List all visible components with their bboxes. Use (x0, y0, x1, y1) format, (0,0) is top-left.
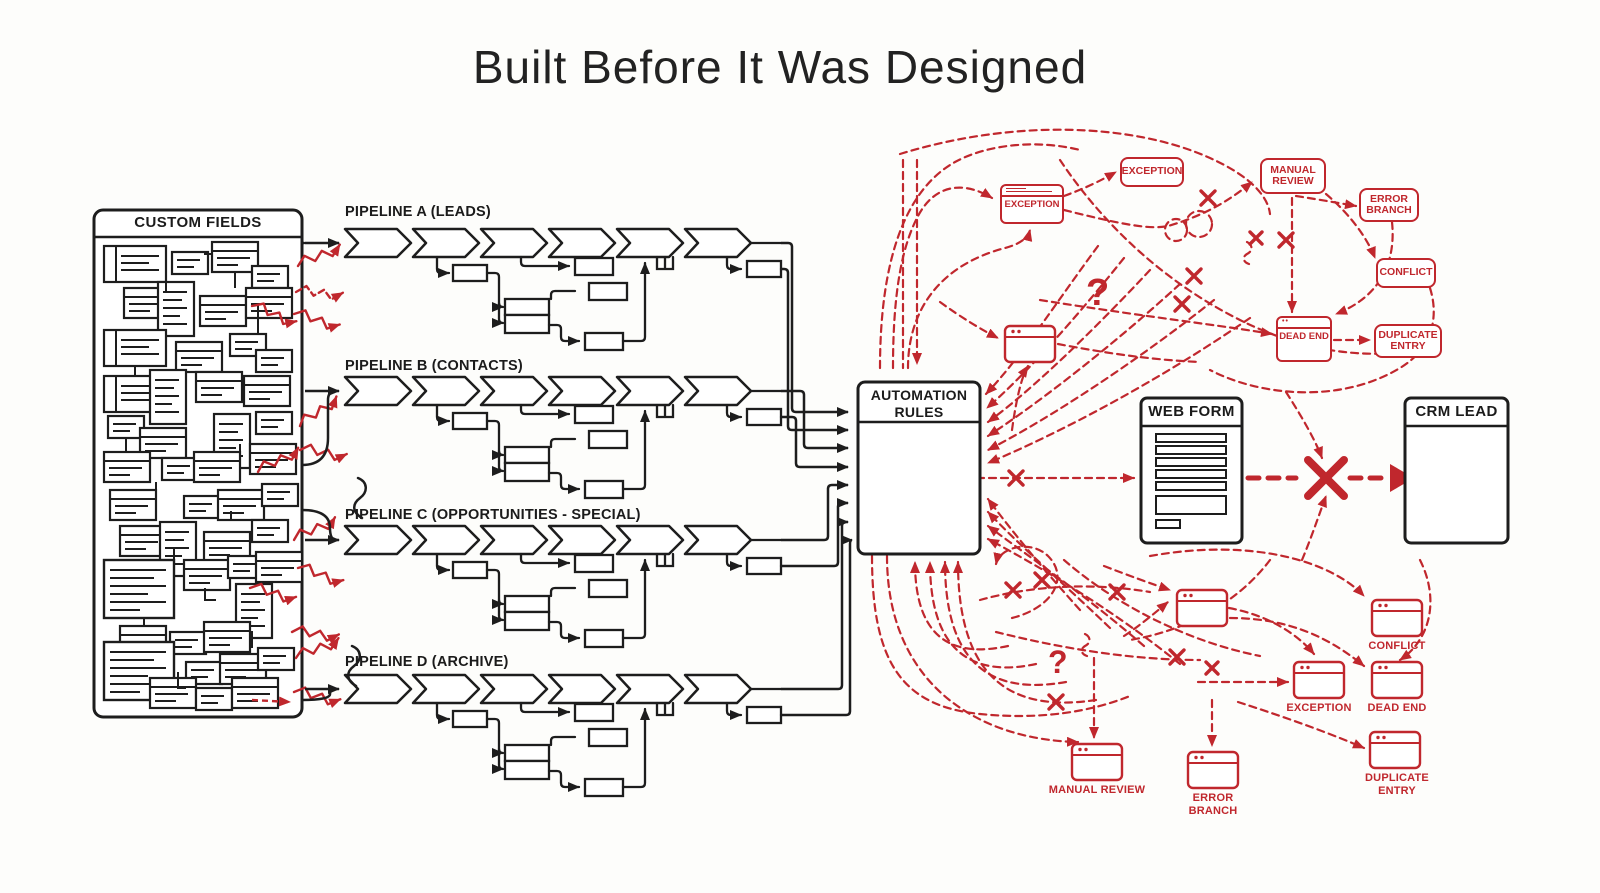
exception-caption: EXCEPTION (1286, 702, 1352, 714)
pipeline-c-row (305, 526, 782, 647)
pipeline-a-row (305, 229, 782, 350)
manual-review-pill: MANUAL REVIEW (1260, 158, 1326, 194)
duplicate-entry-pill: DUPLICATE ENTRY (1374, 324, 1442, 358)
pipeline-d-row (305, 675, 782, 796)
field-connectors (125, 253, 259, 689)
crm-lead-header: CRM LEAD (1415, 403, 1498, 420)
pipeline-output-connectors (781, 241, 853, 717)
dead-end-caption: DEAD END (1367, 702, 1427, 714)
web-form-header: WEB FORM (1148, 403, 1235, 420)
question-mark: ? (1048, 644, 1068, 680)
window-icon (1175, 588, 1229, 628)
pipelines (300, 229, 853, 796)
pipeline-b-row (305, 377, 782, 498)
web-form-fields (1155, 433, 1227, 529)
conflict-caption: CONFLICT (1368, 640, 1426, 652)
panel-to-pipeline-connectors (300, 241, 367, 702)
exception-window-node: EXCEPTION (1000, 184, 1064, 224)
automation-rules-box (856, 380, 982, 556)
exception-pill: EXCEPTION (1120, 157, 1184, 187)
crm-lead-box (1403, 396, 1510, 545)
question-mark: ? (1086, 272, 1110, 314)
error-branch-pill: ERROR BRANCH (1359, 188, 1419, 222)
small-x-marks (1004, 189, 1295, 711)
big-x-mark (1304, 456, 1348, 500)
dead-end-window-node: •• DEAD END (1276, 316, 1332, 362)
manual-review-window-icon (1070, 742, 1124, 782)
custom-fields-header: CUSTOM FIELDS (134, 214, 262, 231)
red-chaos-lines (870, 128, 1435, 750)
conflict-window-icon (1370, 598, 1424, 638)
broken-handoff (1245, 456, 1414, 500)
red-zigzag-arrows (250, 245, 347, 708)
window-header: •• (1278, 318, 1330, 329)
web-form-box (1139, 396, 1244, 545)
dead-end-window-label: DEAD END (1279, 331, 1329, 342)
window-icon (1003, 324, 1057, 364)
poster-title: Built Before It Was Designed (472, 41, 1088, 93)
pipeline-d-label: PIPELINE D (ARCHIVE) (345, 654, 509, 670)
big-arrowhead (1390, 464, 1414, 492)
automation-rules-header: AUTOMATION RULES (870, 387, 968, 420)
dead-end-window-icon (1370, 660, 1424, 700)
pipeline-c-label: PIPELINE C (OPPORTUNITIES - SPECIAL) (345, 507, 641, 523)
manual-review-caption: MANUAL REVIEW (1048, 784, 1146, 796)
pipeline-b-label: PIPELINE B (CONTACTS) (345, 358, 523, 374)
duplicate-entry-caption: DUPLICATE ENTRY (1365, 772, 1429, 797)
pipeline-a-label: PIPELINE A (LEADS) (345, 204, 491, 220)
error-branch-caption: ERROR BRANCH (1188, 792, 1238, 817)
error-branch-window-icon (1186, 750, 1240, 790)
exception-window-icon (1292, 660, 1346, 700)
custom-fields-panel (92, 208, 304, 719)
red-window-icons (1003, 324, 1424, 790)
exception-window-label: EXCEPTION (1004, 199, 1060, 210)
duplicate-entry-window-icon (1368, 730, 1422, 770)
window-header (1002, 186, 1062, 197)
conflict-pill: CONFLICT (1376, 258, 1436, 288)
